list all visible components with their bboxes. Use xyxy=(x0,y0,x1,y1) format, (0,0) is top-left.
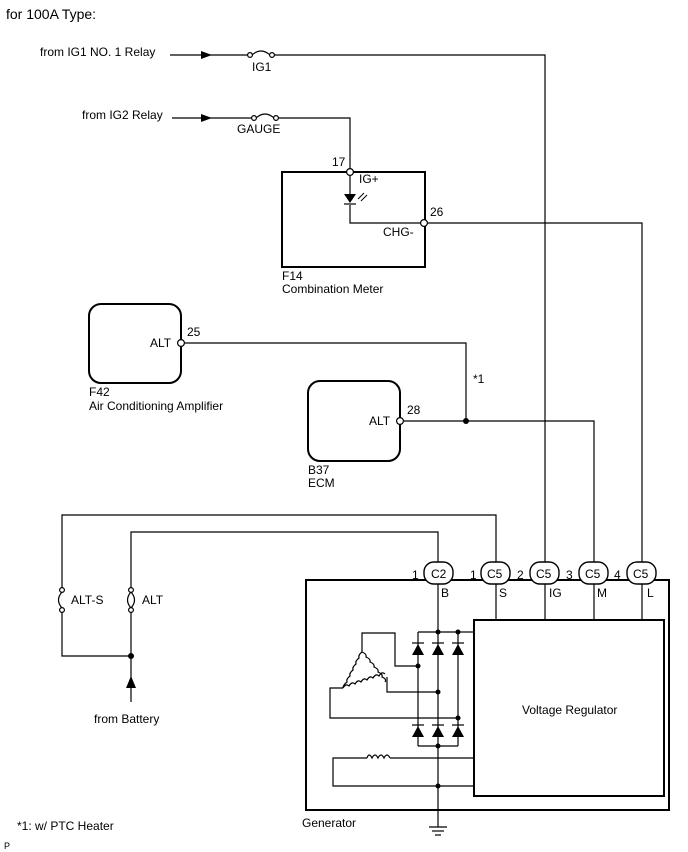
meter-pin-igp-label: IG+ xyxy=(359,172,379,186)
connector-pin-num: 1 xyxy=(470,568,477,582)
fuse-gauge-label: GAUGE xyxy=(237,122,280,136)
meter-code: F14 xyxy=(282,269,303,283)
ac-amp-pin-25 xyxy=(177,339,186,348)
terminal-b-label: B xyxy=(441,586,449,600)
connector-pin-num: 2 xyxy=(517,568,524,582)
source-ig1-relay: from IG1 NO. 1 Relay xyxy=(40,45,155,59)
source-ig2-relay: from IG2 Relay xyxy=(82,108,163,122)
generator-box xyxy=(305,579,670,811)
ac-amp-code: F42 xyxy=(89,385,110,399)
connector-c5-pin-1: C5 xyxy=(480,561,511,585)
arrow-up-icon xyxy=(126,676,136,688)
combination-meter-box xyxy=(281,171,426,268)
fuse-gauge xyxy=(251,113,280,121)
fuse-ig1 xyxy=(247,50,276,58)
svg-text:C5: C5 xyxy=(585,567,601,581)
meter-pin-17 xyxy=(346,168,355,177)
meter-pin-26 xyxy=(420,219,429,228)
rectifier-diode-bridge xyxy=(412,584,474,749)
svg-text:C2: C2 xyxy=(431,567,447,581)
fuse-alt-s xyxy=(57,586,65,613)
meter-pin-17-num: 17 xyxy=(332,155,346,169)
meter-name: Combination Meter xyxy=(282,282,383,296)
connector-c2-pin-1: C2 xyxy=(423,561,454,585)
terminal-s-label: S xyxy=(499,586,507,600)
fuse-alt-s-label: ALT-S xyxy=(71,593,103,607)
connector-pin-num: 3 xyxy=(566,568,573,582)
svg-text:C5: C5 xyxy=(487,567,503,581)
connector-pin-num: 4 xyxy=(614,568,621,582)
ecm-code: B37 xyxy=(308,463,330,477)
connector-pin-num: 1 xyxy=(412,568,419,582)
ac-amp-pin-num: 25 xyxy=(187,325,201,339)
ecm-pin-label: ALT xyxy=(369,414,391,428)
stator-coil-icon xyxy=(329,632,458,719)
terminal-l-label: L xyxy=(647,586,654,600)
voltage-regulator-label: Voltage Regulator xyxy=(522,703,617,717)
junction-dot xyxy=(463,418,469,424)
fuse-alt-label: ALT xyxy=(142,593,164,607)
connector-c5-pin-3: C5 xyxy=(578,561,609,585)
source-battery: from Battery xyxy=(94,712,159,726)
terminal-ig-label: IG xyxy=(549,586,562,600)
meter-pin-26-num: 26 xyxy=(430,205,444,219)
rotor-coil-icon xyxy=(332,754,474,787)
arrow-icon xyxy=(201,114,212,122)
charge-warning-led-icon xyxy=(344,192,368,205)
voltage-regulator-box xyxy=(473,619,665,797)
ac-amp-pin-label: ALT xyxy=(150,336,172,350)
meter-pin-chg-label: CHG- xyxy=(383,225,414,239)
footnote-ptc-heater: *1: w/ PTC Heater xyxy=(17,819,114,833)
fusible-link-alt xyxy=(126,586,136,613)
svg-text:C5: C5 xyxy=(536,567,552,581)
junction-dot xyxy=(128,653,134,659)
connector-c5-pin-4: C5 xyxy=(626,561,657,585)
diagram-title: for 100A Type: xyxy=(6,6,96,22)
ptc-heater-note-marker: *1 xyxy=(473,372,485,386)
ground-icon xyxy=(429,826,447,836)
ecm-pin-num: 28 xyxy=(407,403,421,417)
connector-c5-pin-2: C5 xyxy=(529,561,560,585)
arrow-icon xyxy=(201,51,212,59)
page-marker: P xyxy=(4,841,10,851)
fuse-ig1-label: IG1 xyxy=(252,60,272,74)
generator-label: Generator xyxy=(302,816,356,830)
terminal-m-label: M xyxy=(597,586,607,600)
svg-text:C5: C5 xyxy=(633,567,649,581)
ecm-name: ECM xyxy=(308,476,335,490)
ecm-pin-28 xyxy=(396,417,405,426)
ac-amp-name: Air Conditioning Amplifier xyxy=(89,399,223,413)
